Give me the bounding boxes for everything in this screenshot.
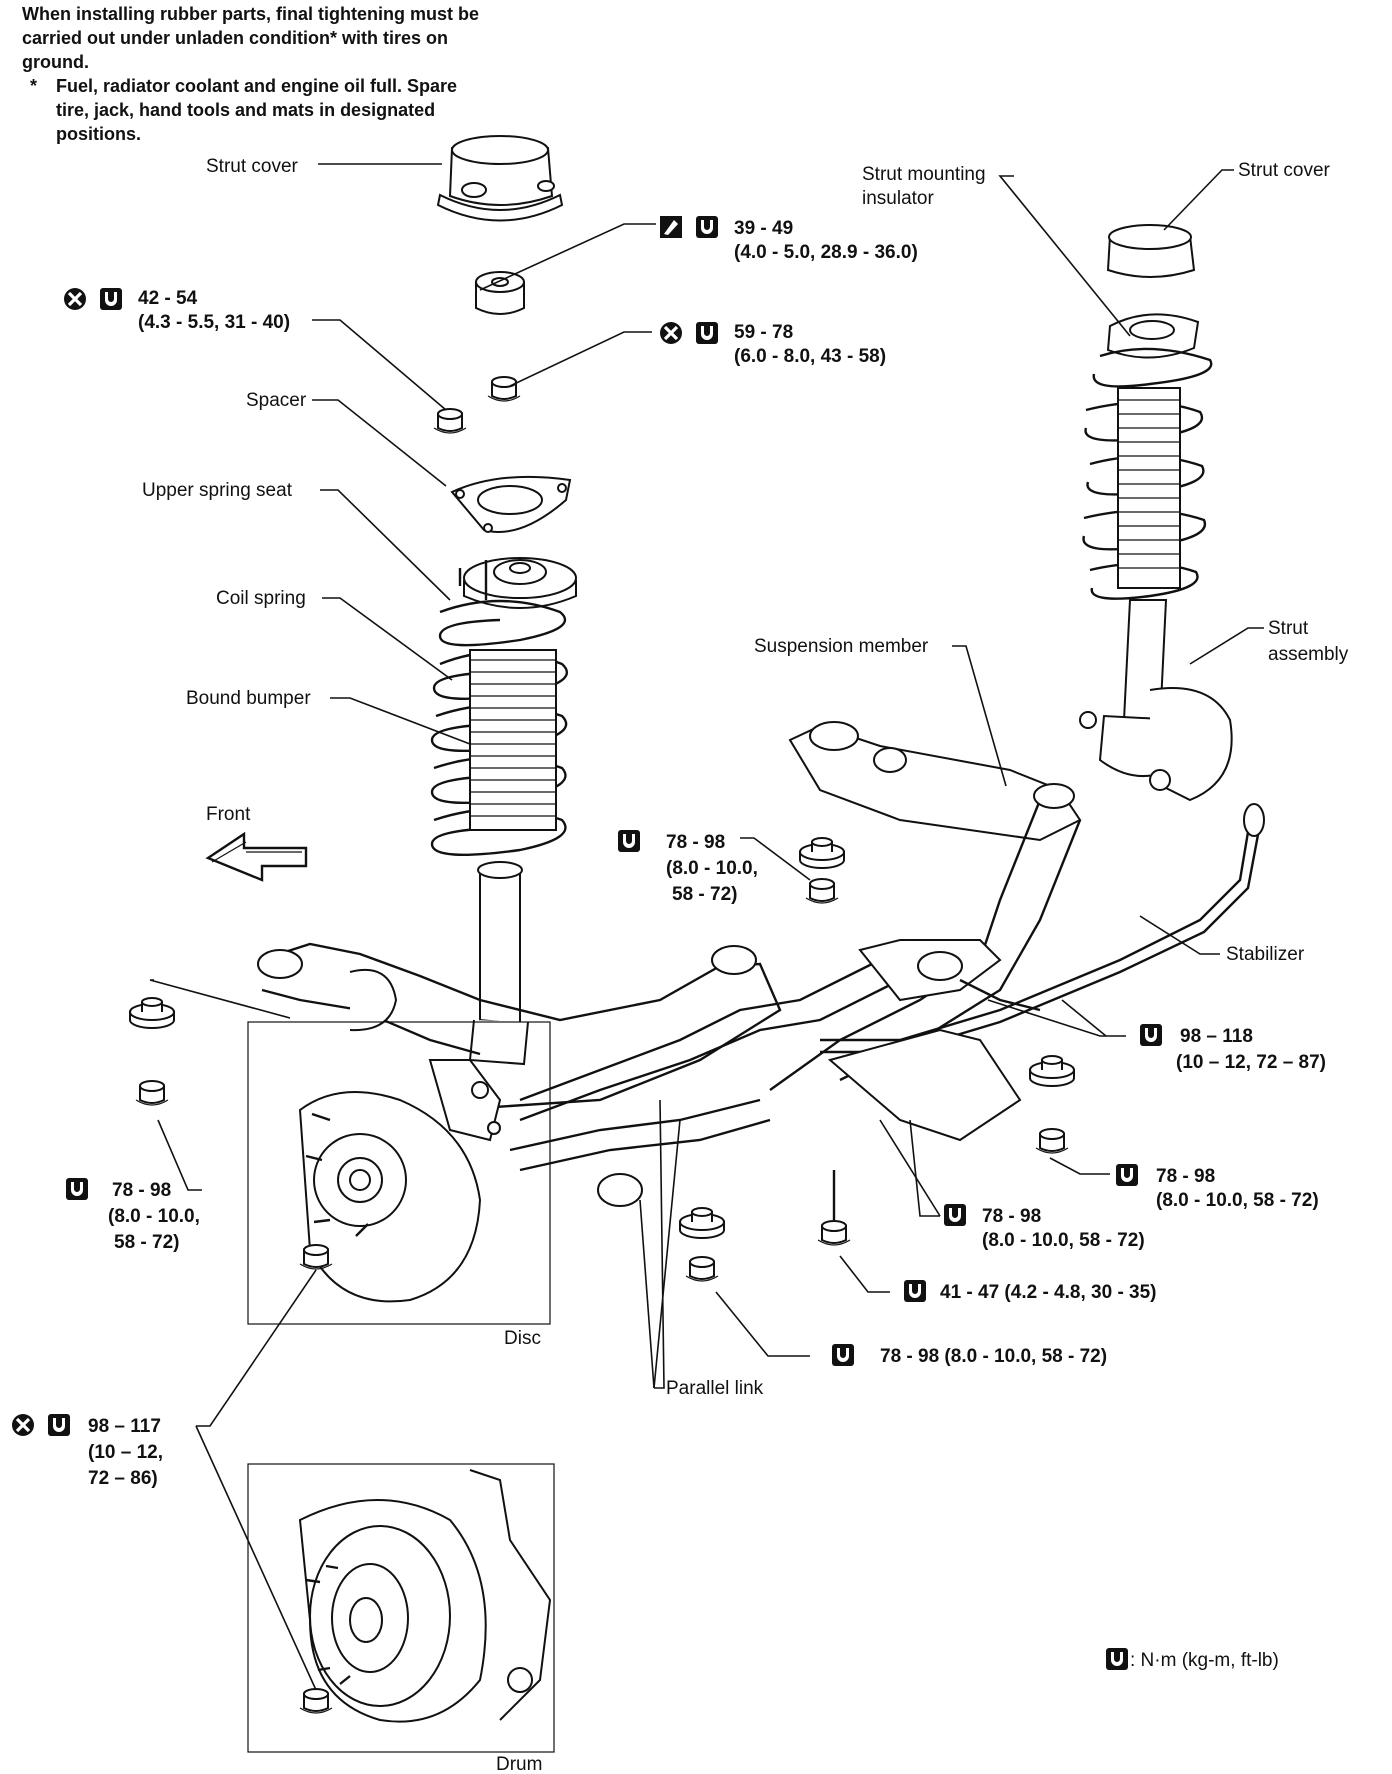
strut-cover-right [1106,224,1196,278]
label-coil-spring: Coil spring [216,588,306,609]
units-legend: : N·m (kg-m, ft-lb) [1130,1650,1279,1671]
torque-6-nm: 78 - 98 [112,1180,171,1201]
member-mount-upper [799,837,845,869]
label-strut-mounting-2: insulator [862,188,934,209]
torque-2-nm: 42 - 54 [138,288,198,309]
member-mount-upper-nut [805,878,839,904]
torque-wrench-icon [1116,1164,1138,1186]
strut-top-mount-left [458,557,577,609]
stabilizer-bolt [817,1170,851,1246]
torque-2-alt: (4.3 - 5.5, 31 - 40) [138,312,290,333]
bound-bumper-left [469,649,557,831]
torque-7-alt: (8.0 - 10.0, 58 - 72) [1156,1190,1319,1211]
lower-mount-left-nut [135,1080,169,1106]
installation-note: When installing rubber parts, final tigh… [22,2,492,146]
torque-1-nm: 39 - 49 [734,218,793,239]
torque-9: 41 - 47 (4.2 - 4.8, 30 - 35) [940,1282,1157,1303]
torque-8-nm: 78 - 98 [982,1206,1041,1227]
upper-nut-center [487,376,521,402]
installation-note-line1: When installing rubber parts, final tigh… [22,4,480,72]
strut-assembly-right [1079,313,1233,802]
front-arrow-icon [205,831,308,882]
torque-7-nm: 78 - 98 [1156,1166,1215,1187]
torque-wrench-icon [66,1178,88,1200]
torque-wrench-icon [48,1414,70,1436]
lower-mount-center-nut [685,1256,719,1282]
stabilizer-bar [820,803,1265,1054]
torque-wrench-icon [904,1280,926,1302]
torque-11-alt-2: 72 – 86) [88,1468,158,1489]
torque-6-alt-1: (8.0 - 10.0, [108,1206,200,1227]
lower-mount-center [679,1207,725,1239]
drum-brake-box [247,1463,555,1753]
torque-wrench-icon [1140,1024,1162,1046]
asterisk: * [30,76,38,96]
do-not-reuse-icon [62,286,88,312]
strut-bushing [475,271,525,315]
torque-5-nm: 98 – 118 [1180,1026,1253,1047]
label-parallel-link: Parallel link [666,1378,764,1399]
torque-11-nm: 98 – 117 [88,1416,161,1437]
label-bound-bumper: Bound bumper [186,688,311,709]
lower-mount-left [129,997,175,1029]
torque-8-alt: (8.0 - 10.0, 58 - 72) [982,1230,1145,1251]
torque-11-alt-1: (10 – 12, [88,1442,163,1463]
label-strut-mounting-1: Strut mounting [862,164,986,185]
installation-note-conditions: Fuel, radiator coolant and engine oil fu… [56,76,458,144]
do-not-reuse-icon [10,1412,36,1438]
leader-lines [149,163,1264,1691]
label-strut-assembly-2: assembly [1268,644,1349,665]
front-label: Front [206,804,251,825]
torque-4-alt-1: (8.0 - 10.0, [666,858,758,879]
torque-wrench-icon [832,1344,854,1366]
torque-wrench-icon [696,322,718,344]
torque-wrench-icon [696,216,718,238]
label-suspension-member: Suspension member [754,636,929,657]
torque-wrench-icon [944,1204,966,1226]
label-strut-cover-right: Strut cover [1238,160,1331,181]
label-strut-cover-left: Strut cover [206,156,299,177]
lateral-link-right [827,939,1041,1142]
torque-wrench-icon [1106,1648,1128,1670]
torque-wrench-icon [618,830,640,852]
torque-5-alt: (10 – 12, 72 – 87) [1176,1052,1326,1073]
upper-spring-seat-plate [450,475,572,533]
torque-10: 78 - 98 (8.0 - 10.0, 58 - 72) [880,1346,1107,1367]
label-drum: Drum [496,1754,542,1774]
torque-3-nm: 59 - 78 [734,322,793,343]
torque-3-alt: (6.0 - 8.0, 43 - 58) [734,346,886,367]
installation-note-line2: * Fuel, radiator coolant and engine oil … [22,74,492,146]
lower-mount-right [1029,1055,1075,1087]
label-stabilizer: Stabilizer [1226,944,1305,965]
strut-cover-left [436,135,564,222]
torque-4-nm: 78 - 98 [666,832,725,853]
hub-nut-disc [299,1244,333,1270]
label-disc: Disc [504,1328,541,1349]
label-strut-assembly-1: Strut [1268,618,1309,639]
disc-brake-box [247,1021,551,1325]
lubricate-icon [660,216,682,238]
upper-nut-left [433,408,467,434]
strut-body-left [468,861,529,1066]
label-upper-spring-seat: Upper spring seat [142,480,293,501]
label-spacer: Spacer [246,390,307,411]
do-not-reuse-icon [658,320,684,346]
lower-mount-right-nut [1035,1128,1069,1154]
torque-4-alt-2: 58 - 72) [672,884,737,905]
suspension-member [769,721,1082,1091]
torque-1-alt: (4.0 - 5.0, 28.9 - 36.0) [734,242,918,263]
crossmember-left [257,942,782,1110]
hub-nut-drum [299,1688,333,1714]
torque-wrench-icon [100,288,122,310]
torque-6-alt-2: 58 - 72) [114,1232,179,1253]
